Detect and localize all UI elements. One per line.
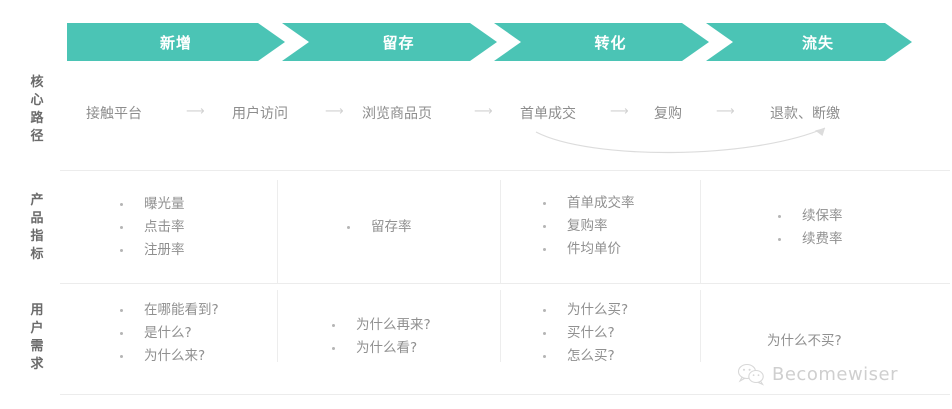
- funnel-arrows-svg: [67, 23, 912, 61]
- core-path-step-2: 用户访问: [232, 106, 288, 122]
- core-path-step-4: 首单成交: [520, 106, 576, 122]
- divider-bottom: [60, 394, 950, 395]
- needs-column-4: 为什么不买?: [767, 333, 842, 349]
- divider-metrics-col-1: [277, 180, 278, 283]
- list-item: 为什么再来?: [330, 314, 431, 337]
- row-label-char: 户: [30, 321, 44, 336]
- funnel-arrow-2[interactable]: [282, 23, 497, 61]
- needs-column-2: 为什么再来? 为什么看?: [330, 314, 431, 360]
- list-item: 复购率: [541, 215, 635, 238]
- row-label-char: 标: [30, 247, 44, 262]
- funnel-arrow-1[interactable]: [67, 23, 285, 61]
- core-path-connector-1: ⟶: [186, 104, 205, 119]
- core-path-connector-4: ⟶: [610, 104, 629, 119]
- row-label-char: 径: [30, 129, 44, 144]
- core-path-step-6: 退款、断缴: [770, 106, 840, 122]
- metrics-column-2: 留存率: [345, 216, 412, 239]
- wechat-icon: [737, 363, 765, 386]
- row-label-core-path: 核 心 路 径: [24, 74, 50, 146]
- watermark: Becomewiser: [737, 362, 898, 386]
- core-path-connector-5: ⟶: [716, 104, 735, 119]
- core-path-loop-arrow-icon: [535, 127, 826, 154]
- row-label-char: 求: [30, 357, 44, 372]
- list-item: 续保率: [776, 205, 843, 228]
- list-item: 点击率: [118, 216, 185, 239]
- divider-metrics-col-3: [700, 180, 701, 283]
- list-item: 为什么来?: [118, 345, 219, 368]
- list-item: 在哪能看到?: [118, 299, 219, 322]
- metrics-column-4: 续保率 续费率: [776, 205, 843, 251]
- divider-needs-col-1: [277, 290, 278, 362]
- list-item: 买什么?: [541, 322, 628, 345]
- list-item: 怎么买?: [541, 345, 628, 368]
- funnel-stage-label-1: 新增: [159, 34, 192, 52]
- funnel-band: 新增 留存 转化 流失: [0, 0, 952, 80]
- funnel-arrow-4[interactable]: [706, 23, 912, 61]
- list-item: 为什么看?: [330, 337, 431, 360]
- core-path-step-3: 浏览商品页: [362, 106, 432, 122]
- core-path-connector-3: ⟶: [474, 104, 493, 119]
- row-label-char: 核: [30, 75, 44, 90]
- list-item: 件均单价: [541, 238, 635, 261]
- funnel-arrow-3[interactable]: [494, 23, 709, 61]
- funnel-stage-label-2: 留存: [382, 34, 415, 52]
- row-label-product-metrics: 产 品 指 标: [24, 192, 50, 264]
- row-label-char: 需: [30, 339, 44, 354]
- funnel-stage-label-3: 转化: [594, 34, 627, 52]
- divider-core-path-bottom: [60, 170, 950, 171]
- row-label-user-needs: 用 户 需 求: [24, 302, 50, 374]
- list-item: 是什么?: [118, 322, 219, 345]
- core-path-step-5: 复购: [654, 106, 682, 122]
- list-item: 注册率: [118, 239, 185, 262]
- metrics-column-1: 曝光量 点击率 注册率: [118, 193, 185, 262]
- row-label-char: 用: [30, 303, 44, 318]
- watermark-text: Becomewiser: [772, 363, 899, 385]
- row-label-char: 产: [30, 193, 44, 208]
- list-item: 留存率: [345, 216, 412, 239]
- metrics-column-3: 首单成交率 复购率 件均单价: [541, 192, 635, 261]
- funnel-stage-label-4: 流失: [801, 34, 834, 52]
- divider-needs-col-3: [700, 290, 701, 362]
- list-item: 续费率: [776, 228, 843, 251]
- needs-column-3: 为什么买? 买什么? 怎么买?: [541, 299, 628, 368]
- row-label-char: 心: [30, 93, 44, 108]
- divider-metrics-bottom: [60, 283, 950, 284]
- row-label-char: 品: [30, 211, 44, 226]
- divider-metrics-col-2: [500, 180, 501, 283]
- row-label-char: 路: [30, 111, 44, 126]
- core-path-connector-2: ⟶: [325, 104, 344, 119]
- row-label-char: 指: [30, 229, 44, 244]
- core-path-step-1: 接触平台: [86, 106, 142, 122]
- needs-column-1: 在哪能看到? 是什么? 为什么来?: [118, 299, 219, 368]
- list-item: 曝光量: [118, 193, 185, 216]
- list-item: 首单成交率: [541, 192, 635, 215]
- divider-needs-col-2: [500, 290, 501, 362]
- list-item: 为什么买?: [541, 299, 628, 322]
